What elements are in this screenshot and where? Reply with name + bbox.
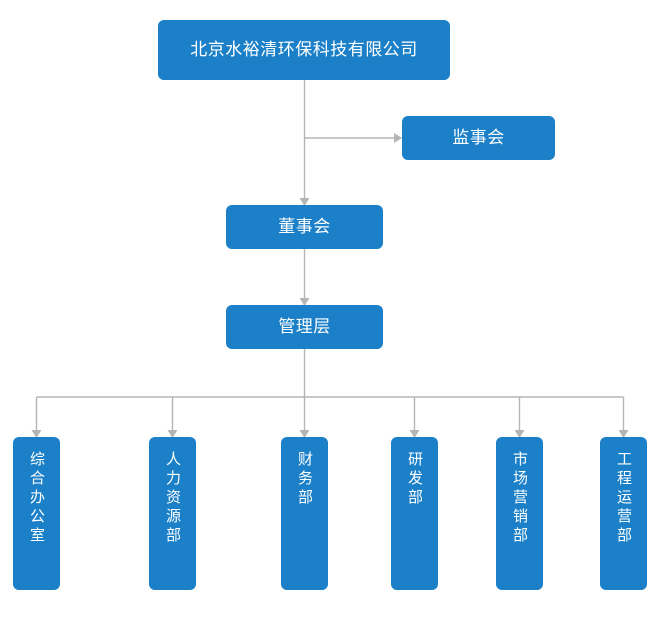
node-company[interactable]: 北京水裕清环保科技有限公司: [158, 20, 450, 80]
node-supervisors-label: 监事会: [452, 128, 505, 148]
node-board[interactable]: 董事会: [226, 205, 383, 249]
node-department-label: 研发部: [406, 451, 423, 508]
node-department-research-development[interactable]: 研发部: [391, 437, 438, 590]
node-department-finance[interactable]: 财务部: [281, 437, 328, 590]
node-department-human-resources[interactable]: 人力资源部: [149, 437, 196, 590]
node-department-label: 工程运营部: [615, 451, 632, 546]
node-department-engineering-operations[interactable]: 工程运营部: [600, 437, 647, 590]
node-board-label: 董事会: [278, 217, 331, 237]
node-department-label: 综合办公室: [28, 451, 45, 546]
node-management-label: 管理层: [278, 317, 331, 337]
node-department-label: 市场营销部: [511, 451, 528, 546]
node-department-marketing[interactable]: 市场营销部: [496, 437, 543, 590]
node-supervisors[interactable]: 监事会: [402, 116, 555, 160]
node-company-label: 北京水裕清环保科技有限公司: [190, 40, 418, 60]
node-department-label: 财务部: [296, 451, 313, 508]
node-department-label: 人力资源部: [164, 451, 181, 546]
node-department-general-office[interactable]: 综合办公室: [13, 437, 60, 590]
node-management[interactable]: 管理层: [226, 305, 383, 349]
